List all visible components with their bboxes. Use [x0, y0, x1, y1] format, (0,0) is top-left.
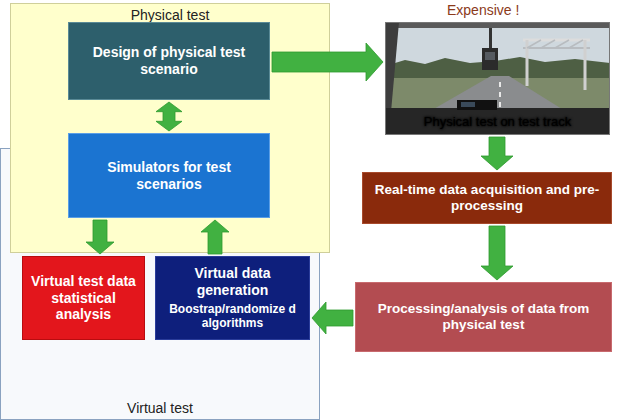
node-text: Virtual data generation [162, 265, 303, 299]
photo-detail [584, 40, 587, 90]
photo-detail [385, 108, 610, 135]
flow-arrow [272, 43, 383, 81]
node-subtext: Boostrap/randomize d algorithms [162, 302, 303, 331]
photo-detail [489, 28, 492, 50]
process-box: Virtual test data statistical analysis [22, 256, 145, 340]
process-box: Design of physical test scenario [68, 22, 270, 100]
photo-detail [385, 22, 399, 112]
photo-detail [555, 40, 569, 48]
node-text: Processing/analysis of data from physica… [362, 301, 605, 333]
process-box: Real-time data acquisition and pre-proce… [362, 172, 612, 224]
flow-arrow [481, 137, 513, 170]
photo-detail [482, 48, 498, 70]
note-label: Expensive ! [447, 2, 519, 18]
flow-arrow [201, 220, 229, 254]
process-box: Virtual data generationBoostrap/randomiz… [155, 256, 310, 340]
flow-arrow [312, 302, 353, 334]
photo-detail [527, 40, 541, 48]
process-box: Processing/analysis of data from physica… [355, 282, 612, 352]
node-text: Physical test on test track [424, 114, 571, 129]
photo-detail [485, 52, 495, 60]
photo-detail [461, 102, 475, 107]
node-text: Virtual test data statistical analysis [29, 273, 138, 323]
physical-test-region: Physical testDesign of physical test sce… [10, 3, 330, 253]
node-text: Design of physical test scenario [75, 44, 263, 78]
photo-box: Physical test on test track [385, 22, 610, 135]
flow-arrow [86, 220, 114, 254]
node-text: Simulators for test scenarios [75, 159, 263, 193]
photo-detail [569, 40, 583, 48]
photo-detail [541, 40, 555, 48]
flow-arrow [481, 226, 513, 280]
node-text: Real-time data acquisition and pre-proce… [369, 182, 605, 214]
node-text: Virtual test [127, 400, 193, 416]
flow-arrow [156, 102, 182, 131]
node-text: Physical test [131, 7, 210, 23]
process-box: Simulators for test scenarios [68, 133, 270, 218]
photo-detail [457, 100, 497, 110]
photo-detail [499, 82, 501, 112]
